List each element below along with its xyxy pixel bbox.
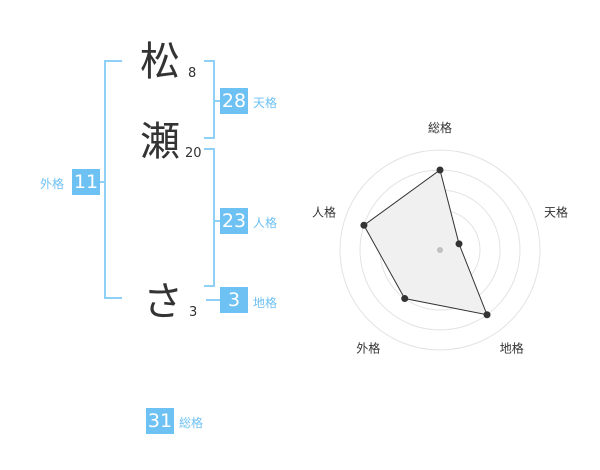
chikaku-label: 地格: [253, 296, 278, 310]
gaikaku-bracket-bottom: [104, 297, 122, 299]
radar-axis-label-1: 総格: [428, 120, 452, 135]
tenkaku-label: 天格: [253, 96, 278, 110]
gaikaku-bracket-top: [104, 60, 122, 62]
radar-point-4: [401, 295, 409, 303]
radar-axis-label-3: 地格: [500, 341, 524, 356]
chikaku-value: 3: [220, 287, 248, 313]
gaikaku-bracket-vertical: [104, 60, 106, 299]
radar-point-3: [483, 311, 491, 319]
jinkaku-bracket-vertical: [213, 148, 215, 287]
jinkaku-value: 23: [220, 208, 248, 234]
tenkaku-value: 28: [220, 88, 248, 114]
radar-axis-label-2: 天格: [544, 204, 568, 219]
gaikaku-bracket-connector: [98, 181, 105, 183]
jinkaku-label: 人格: [253, 216, 278, 230]
jinkaku-bracket-bottom: [204, 285, 215, 287]
radar-point-1: [436, 166, 444, 174]
radar-point-5: [360, 221, 368, 229]
radar-center-dot: [437, 247, 443, 253]
stroke-count-2: 20: [185, 146, 202, 161]
tenkaku-bracket-bottom: [204, 137, 215, 139]
gaikaku-label: 外格: [40, 177, 65, 191]
jinkaku-bracket-connector: [213, 220, 220, 222]
stroke-count-3: 3: [189, 305, 198, 320]
name-char-2: 瀬: [140, 119, 180, 165]
name-char-1: 松: [140, 39, 180, 85]
radar-ring-5: [339, 149, 541, 351]
soukaku-label: 総格: [179, 416, 204, 430]
gaikaku-value: 11: [72, 169, 100, 195]
tenkaku-bracket-top: [204, 60, 215, 62]
soukaku-value: 31: [146, 408, 174, 434]
radar-point-2: [455, 240, 463, 248]
tenkaku-bracket-vertical: [213, 60, 215, 139]
stroke-count-1: 8: [188, 66, 197, 81]
jinkaku-bracket-top: [204, 148, 215, 150]
radar-axis-label-5: 人格: [312, 204, 336, 219]
radar-data-polygon: [363, 169, 488, 316]
name-char-3: さ: [143, 279, 183, 325]
radar-axis-label-4: 外格: [356, 341, 380, 356]
tenkaku-bracket-connector: [213, 100, 220, 102]
chikaku-connector: [206, 299, 220, 301]
